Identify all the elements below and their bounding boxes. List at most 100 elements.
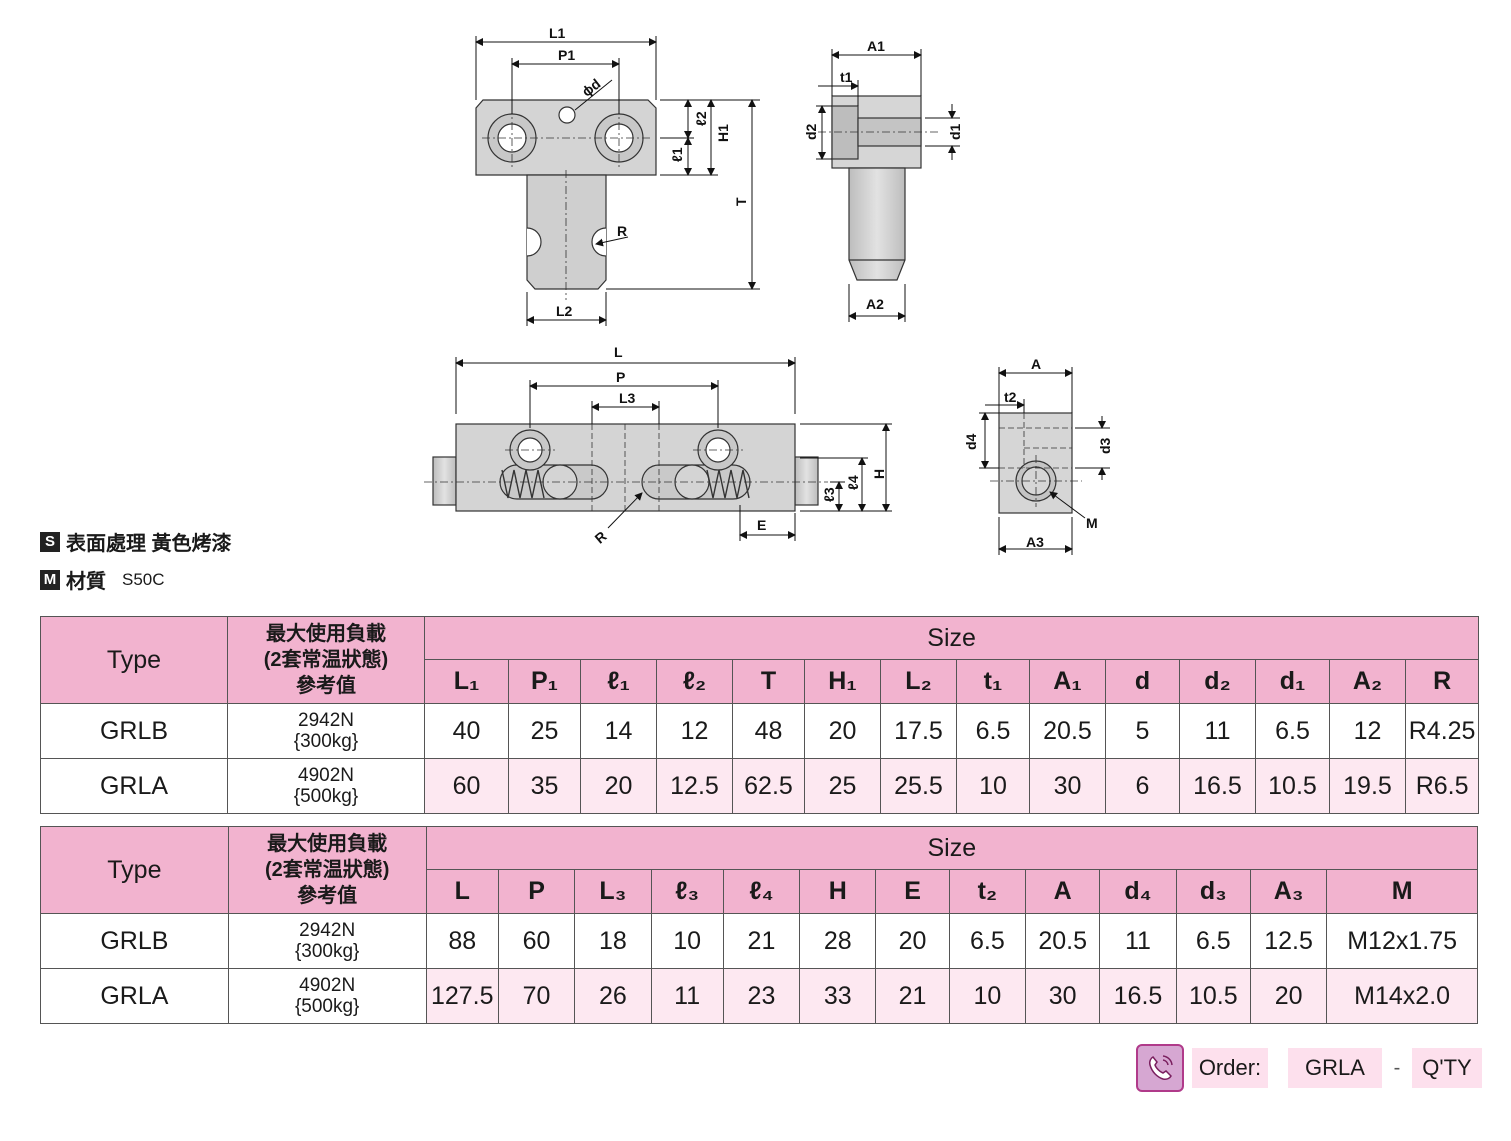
type-cell: GRLB — [40, 703, 228, 759]
load-cell: 4902N{500kg} — [227, 758, 425, 814]
type-header: Type — [40, 616, 228, 704]
value-cell: 21 — [875, 968, 950, 1024]
value-cell: 26 — [574, 968, 652, 1024]
value-cell: 20 — [580, 758, 657, 814]
column-header: ℓ₂ — [656, 659, 733, 704]
load-header: 最大使用負載(2套常温狀態)參考值 — [227, 616, 425, 704]
value-cell: 12 — [1329, 703, 1406, 759]
phone-icon[interactable] — [1136, 1044, 1184, 1092]
value-cell: 25 — [804, 758, 881, 814]
column-header: H₁ — [804, 659, 881, 704]
column-header: T — [732, 659, 805, 704]
value-cell: 25 — [508, 703, 581, 759]
svg-text:A3: A3 — [1026, 534, 1044, 550]
value-cell: 28 — [799, 913, 877, 969]
value-cell: 6.5 — [1175, 913, 1251, 969]
column-header: M — [1326, 869, 1478, 914]
value-cell: 60 — [424, 758, 509, 814]
material-label: 材質 — [66, 571, 106, 593]
bolt-side-view — [990, 412, 1082, 514]
column-header: ℓ₄ — [722, 869, 801, 914]
plate-side-labels: A1 t1 d2 d1 A2 — [803, 38, 963, 312]
svg-text:d3: d3 — [1097, 437, 1113, 454]
type-cell: GRLA — [40, 758, 228, 814]
svg-text:ℓ2: ℓ2 — [693, 111, 709, 126]
svg-text:d1: d1 — [947, 123, 963, 140]
value-cell: 62.5 — [732, 758, 805, 814]
surface-text: 表面處理 黃色烤漆 — [66, 533, 232, 555]
plate-front-dimensions — [475, 36, 760, 326]
value-cell: 10 — [948, 968, 1027, 1024]
value-cell: 12 — [656, 703, 733, 759]
value-cell: 14 — [580, 703, 657, 759]
value-cell: 6.5 — [1255, 703, 1330, 759]
column-header: E — [875, 869, 950, 914]
size-header: Size — [423, 616, 1480, 660]
svg-text:ℓ4: ℓ4 — [845, 475, 861, 490]
svg-text:R: R — [591, 528, 609, 547]
order-quantity[interactable]: Q'TY — [1412, 1048, 1482, 1088]
svg-text:A: A — [1031, 356, 1041, 372]
svg-text:t1: t1 — [840, 69, 853, 85]
technical-drawing: L1 P1 ϕd ℓ2 H1 ℓ1 T R L2 A1 t1 d2 d1 A2 — [424, 25, 1113, 555]
value-cell: 6.5 — [948, 913, 1027, 969]
svg-text:P: P — [616, 369, 625, 385]
svg-text:A2: A2 — [866, 296, 884, 312]
value-cell: 127.5 — [425, 968, 499, 1024]
value-cell: 33 — [799, 968, 877, 1024]
column-header: ℓ₁ — [580, 659, 657, 704]
svg-text:ℓ1: ℓ1 — [669, 147, 685, 162]
load-cell: 4902N{500kg} — [227, 968, 427, 1024]
order-label: Order: — [1192, 1048, 1268, 1088]
value-cell: 20 — [1249, 968, 1328, 1024]
column-header: d₃ — [1175, 869, 1251, 914]
material-marker: M — [40, 569, 60, 590]
load-header: 最大使用負載(2套常温狀態)參考值 — [227, 826, 427, 914]
column-header: ℓ₃ — [650, 869, 724, 914]
value-cell: M12x1.75 — [1326, 913, 1478, 969]
column-header: P₁ — [508, 659, 581, 704]
material: M 材質 S50C — [40, 565, 165, 594]
bolt-front-labels: L P L3 H ℓ4 ℓ3 E R — [591, 344, 887, 547]
value-cell: 16.5 — [1099, 968, 1177, 1024]
value-cell: 11 — [1099, 913, 1177, 969]
surface-marker: S — [40, 531, 60, 552]
value-cell: 16.5 — [1179, 758, 1256, 814]
svg-text:t2: t2 — [1004, 389, 1017, 405]
value-cell: 20 — [875, 913, 950, 969]
svg-text:L2: L2 — [556, 303, 573, 319]
bolt-front-dimensions — [455, 357, 892, 541]
order-model-code[interactable]: GRLA — [1288, 1048, 1382, 1088]
plate-side-dimensions — [816, 49, 960, 322]
column-header: A₂ — [1329, 659, 1406, 704]
value-cell: 10 — [956, 758, 1030, 814]
type-cell: GRLB — [40, 913, 229, 969]
plate-side-view — [818, 95, 940, 281]
value-cell: 11 — [1179, 703, 1256, 759]
svg-text:H: H — [871, 469, 887, 479]
load-cell: 2942N{300kg} — [227, 703, 425, 759]
value-cell: 48 — [732, 703, 805, 759]
svg-text:P1: P1 — [558, 47, 575, 63]
value-cell: 6 — [1105, 758, 1180, 814]
value-cell: 25.5 — [880, 758, 957, 814]
svg-text:T: T — [733, 197, 749, 206]
value-cell: 11 — [650, 968, 724, 1024]
svg-text:A1: A1 — [867, 38, 885, 54]
column-header: H — [799, 869, 877, 914]
value-cell: 40 — [424, 703, 509, 759]
value-cell: 23 — [722, 968, 801, 1024]
column-header: A₁ — [1029, 659, 1106, 704]
svg-text:ϕd: ϕd — [579, 75, 604, 99]
value-cell: 12.5 — [1249, 913, 1328, 969]
svg-text:L1: L1 — [549, 25, 566, 41]
value-cell: 5 — [1105, 703, 1180, 759]
value-cell: 70 — [497, 968, 576, 1024]
